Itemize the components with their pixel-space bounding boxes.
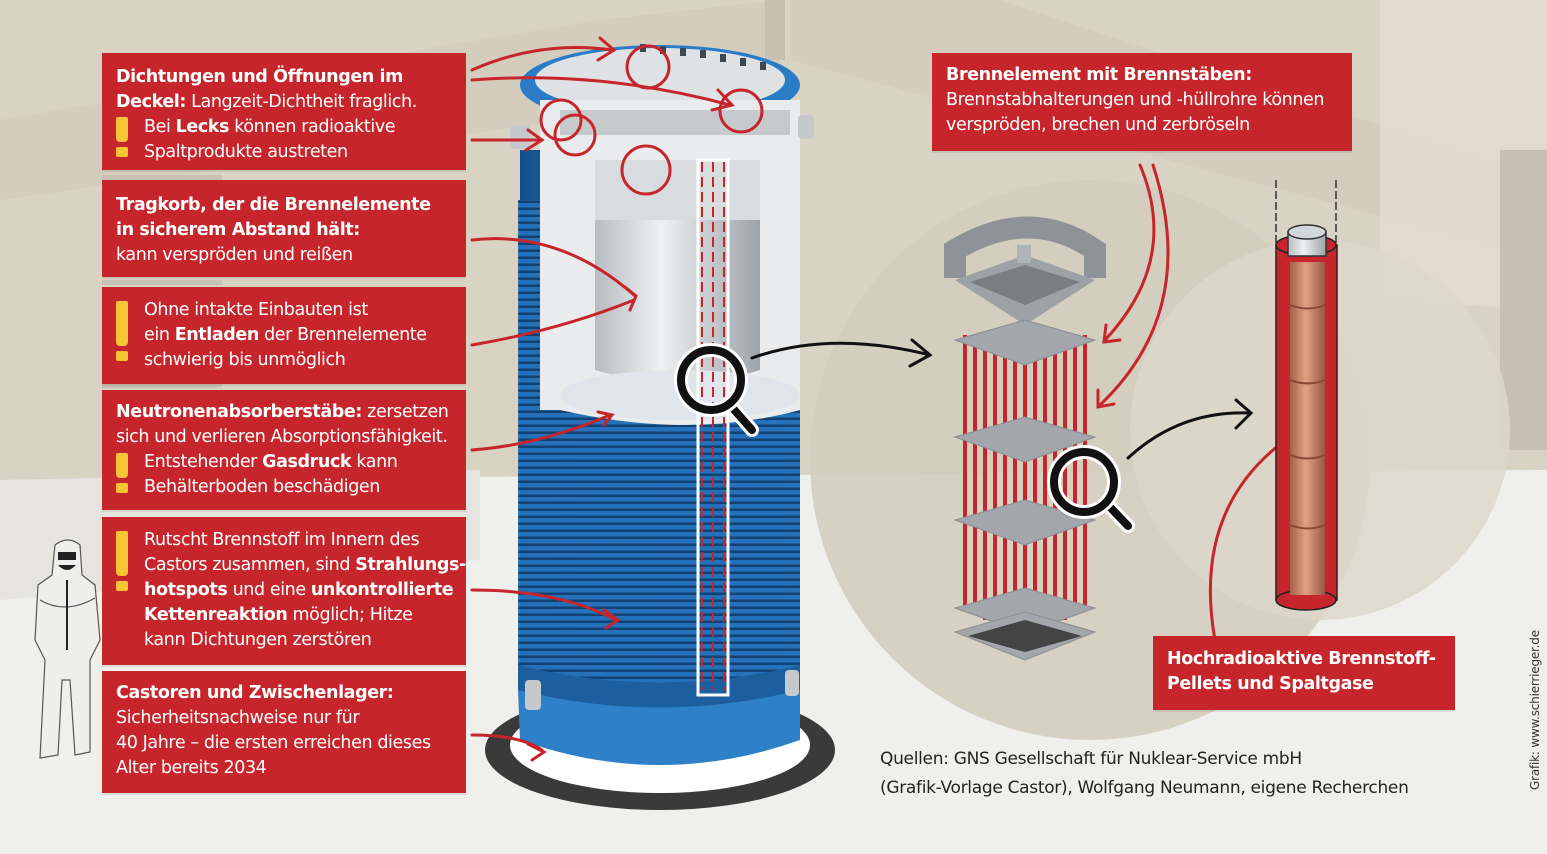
highlight-circle [539, 98, 583, 142]
callout-bold-text: Pellets und Spaltgase [1167, 674, 1374, 694]
callout-line: Entstehender Gasdruck kann [116, 450, 452, 475]
callout-line: Kettenreaktion möglich; Hitze [116, 603, 452, 628]
callout-bold-text: Entladen [174, 325, 260, 345]
callout-text: Castors zusammen, sind [144, 555, 356, 575]
callout-text: der Brennelemente [258, 325, 427, 345]
callout-text: kann verspröden und reißen [116, 245, 353, 265]
callout-line: Pellets und Spaltgase [1167, 672, 1441, 697]
callout-line: verspröden, brechen und zerbröseln [946, 113, 1338, 138]
callout-text: sich und verlieren Absorptionsfähigkeit. [116, 427, 448, 447]
fuel-rod [1275, 180, 1338, 611]
magnifier-icon-fuel [1047, 445, 1135, 533]
callout-line: Hochradioaktive Brennstoff- [1167, 647, 1441, 672]
callout-bold-text: Dichtungen und Öffnungen im [116, 67, 403, 87]
callout-line: Ohne intakte Einbauten ist [116, 298, 452, 323]
callout-line: ein Entladen der Brennelemente [116, 323, 452, 348]
callout-line: Behälterboden beschädigen [116, 475, 452, 500]
callout-line: Neutronenabsorberstäbe: zersetzen [116, 400, 452, 425]
callout-line: 40 Jahre – die ersten erreichen dieses [116, 731, 452, 756]
callout-line: Bei Lecks können radioaktive [116, 115, 452, 140]
magnifier-icon-cask [674, 343, 759, 437]
callout-basket: Tragkorb, der die Brennelemente in sicher… [102, 180, 466, 277]
callout-seals-lid: Dichtungen und Öffnungen im Deckel: Langz… [102, 53, 466, 170]
callout-text: Spaltprodukte austreten [144, 142, 348, 162]
divider [102, 175, 222, 180]
graphic-credit: Grafik: www.schierrieger.de [1528, 630, 1542, 790]
callout-line: Sicherheitsnachweise nur für [116, 706, 452, 731]
callout-line: Spaltprodukte austreten [116, 140, 452, 165]
callout-fuel-assembly: Brennelement mit Brennstäben: Brennstabha… [932, 53, 1352, 151]
callout-line: hotspots und eine unkontrollierte [116, 578, 454, 603]
callout-text: möglich; Hitze [287, 605, 413, 625]
sources-note: Quellen: GNS Gesellschaft für Nuklear-Se… [880, 745, 1409, 803]
callout-line: Deckel: Langzeit-Dichtheit fraglich. [116, 90, 452, 115]
callout-text: Langzeit-Dichtheit fraglich. [186, 92, 417, 112]
highlight-circle [553, 113, 597, 157]
callout-text: können radioaktive [229, 117, 396, 137]
callout-line: kann verspröden und reißen [116, 243, 452, 268]
callout-text: Ohne intakte Einbauten ist [144, 300, 368, 320]
castor-cask [510, 44, 814, 765]
callout-pellets: Hochradioaktive Brennstoff- Pellets und S… [1153, 636, 1455, 710]
callout-text: Sicherheitsnachweise nur für [116, 708, 360, 728]
callout-text: ein [144, 325, 175, 345]
protective-suit-worker-icon [34, 539, 101, 759]
highlight-circle [620, 144, 672, 196]
callout-bold-text: Castoren und Zwischenlager: [116, 683, 394, 703]
callout-arrows [470, 36, 1302, 762]
callout-bold-text: Hochradioaktive Brennstoff- [1167, 649, 1436, 669]
callout-text: kann [351, 452, 398, 472]
callout-bold-text: in sicherem Abstand hält: [116, 220, 360, 240]
callout-line: Castors zusammen, sind Strahlungs- [116, 553, 466, 578]
callout-line: kann Dichtungen zerstören [116, 628, 452, 653]
callout-line: Castoren und Zwischenlager: [116, 681, 452, 706]
callout-text: Bei [144, 117, 176, 137]
callout-text: Rutscht Brennstoff im Innern des [144, 530, 420, 550]
callout-bold-text: Neutronenabsorberstäbe: [116, 402, 362, 422]
callout-interim-storage: Castoren und Zwischenlager: Sicherheitsna… [102, 671, 466, 793]
callout-line: in sicherem Abstand hält: [116, 218, 452, 243]
callout-bold-text: Lecks [175, 117, 230, 137]
callout-bold-text: Deckel: [116, 92, 187, 112]
sources-line-2: (Grafik-Vorlage Castor), Wolfgang Neuman… [880, 778, 1409, 798]
callout-line: Rutscht Brennstoff im Innern des [116, 528, 452, 553]
callout-text: Brennstabhalterungen und -hüllrohre könn… [946, 90, 1325, 110]
callout-bold-text: Gasdruck [262, 452, 352, 472]
callout-text: schwierig bis unmöglich [144, 350, 346, 370]
sources-line-1: Quellen: GNS Gesellschaft für Nuklear-Se… [880, 749, 1302, 769]
divider [102, 280, 222, 285]
callout-text: kann Dichtungen zerstören [144, 630, 372, 650]
callout-line: Brennelement mit Brennstäben: [946, 63, 1338, 88]
callout-text: 40 Jahre – die ersten erreichen dieses [116, 733, 431, 753]
callout-line: schwierig bis unmöglich [116, 348, 452, 373]
callout-line: Tragkorb, der die Brennelemente [116, 193, 452, 218]
callout-text: verspröden, brechen und zerbröseln [946, 115, 1250, 135]
callout-line: sich und verlieren Absorptionsfähigkeit. [116, 425, 452, 450]
callout-bold-text: Strahlungs- [355, 555, 466, 575]
callout-text: Entstehender [144, 452, 263, 472]
fuel-assembly [944, 216, 1106, 661]
callout-line: Dichtungen und Öffnungen im [116, 65, 452, 90]
callout-line: Alter bereits 2034 [116, 756, 452, 781]
callout-text: zersetzen [362, 402, 449, 422]
divider [102, 383, 222, 388]
connector-arrows [750, 338, 1254, 460]
callout-bold-text: Tragkorb, der die Brennelemente [116, 195, 431, 215]
callout-line: Brennstabhalterungen und -hüllrohre könn… [946, 88, 1338, 113]
highlight-circle [718, 88, 764, 134]
callout-bold-text: unkontrollierte [310, 580, 454, 600]
callout-text: und eine [227, 580, 311, 600]
callout-text: Alter bereits 2034 [116, 758, 267, 778]
callout-text: Behälterboden beschädigen [144, 477, 380, 497]
callout-bold-text: hotspots [144, 580, 228, 600]
callout-bold-text: Kettenreaktion [144, 605, 288, 625]
callout-unloading: Ohne intakte Einbauten ist ein Entladen d… [102, 287, 466, 384]
callout-bold-text: Brennelement mit Brennstäben: [946, 65, 1252, 85]
